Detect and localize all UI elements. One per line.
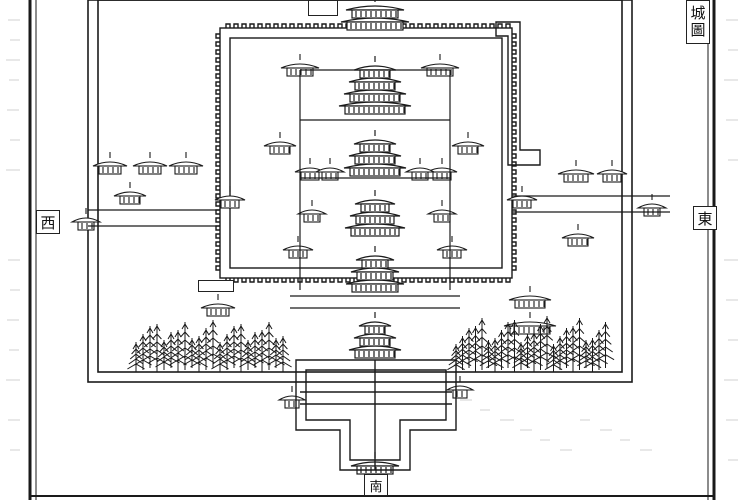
south-gate-complex (295, 359, 457, 471)
side-building (420, 54, 460, 77)
side-building (557, 160, 595, 183)
tree (557, 328, 576, 368)
tree (499, 322, 517, 368)
side-building (426, 158, 458, 181)
tree (176, 322, 194, 370)
tree (183, 338, 201, 368)
tree (267, 338, 285, 368)
main-hall-3 (344, 190, 406, 237)
side-building (295, 200, 329, 223)
side-building (425, 200, 459, 223)
side-building (508, 286, 552, 309)
bleed-through-text (6, 19, 738, 461)
side-building (503, 312, 557, 335)
side-building (168, 152, 204, 175)
side-building (596, 160, 628, 183)
side-building (113, 182, 147, 205)
side-building (263, 132, 297, 155)
tree (155, 340, 173, 370)
side-buildings (69, 54, 669, 409)
side-building (403, 158, 437, 181)
side-building (436, 236, 468, 259)
north-gate-tower (340, 0, 410, 31)
side-building (214, 186, 246, 209)
small-building-plaque (198, 280, 234, 292)
main-hall-1 (338, 56, 412, 115)
map-title: 城圖 (686, 0, 710, 44)
direction-west-label: 西 (36, 210, 60, 234)
outer-city-wall (87, 0, 633, 383)
tree-groves (127, 316, 615, 372)
side-building (561, 224, 595, 247)
direction-south-label: 南 (364, 474, 388, 496)
side-building (277, 386, 307, 409)
side-building (132, 152, 168, 175)
tree (148, 324, 166, 372)
side-building (69, 208, 103, 231)
east-moat (495, 21, 541, 166)
north-gate-plaque (308, 0, 338, 16)
main-hall-2 (343, 130, 407, 177)
side-building (445, 376, 475, 399)
central-halls (338, 0, 412, 475)
tree (239, 340, 257, 370)
side-building (506, 186, 538, 209)
main-hall-5 (348, 312, 402, 359)
main-hall-4 (345, 246, 405, 293)
direction-east-label: 東 (693, 206, 717, 230)
tree (274, 336, 292, 372)
tree (538, 316, 556, 368)
tree (197, 328, 215, 370)
page-frame (28, 0, 716, 500)
side-building (92, 152, 128, 175)
side-building (635, 194, 669, 217)
cross-corridors (88, 69, 670, 309)
side-building (200, 294, 236, 317)
tree (127, 342, 145, 372)
tree (596, 322, 615, 368)
side-building (451, 132, 485, 155)
tree (577, 340, 595, 368)
tree (232, 324, 250, 372)
side-building (282, 236, 314, 259)
tree (204, 320, 222, 368)
side-building (313, 158, 347, 181)
